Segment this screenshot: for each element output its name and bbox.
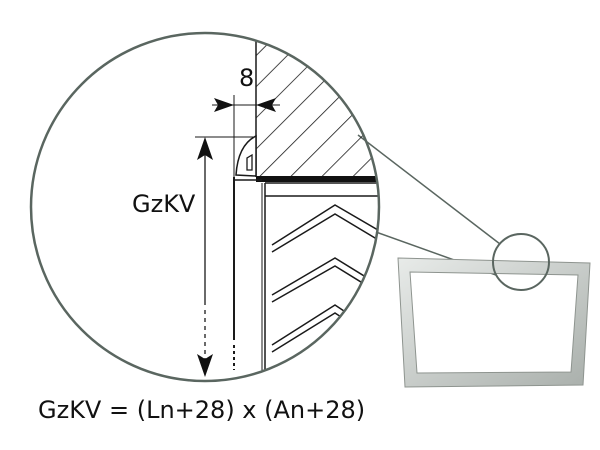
small-detail-circle: [492, 233, 550, 291]
gap-dimension-label: 8: [239, 64, 255, 92]
formula-text: GzKV = (Ln+28) x (An+28): [38, 396, 366, 424]
frame-illustration: [397, 257, 591, 388]
magnified-detail-circle: [29, 31, 381, 383]
connector-line: [357, 134, 501, 245]
height-dimension-label: GzKV: [132, 190, 196, 218]
